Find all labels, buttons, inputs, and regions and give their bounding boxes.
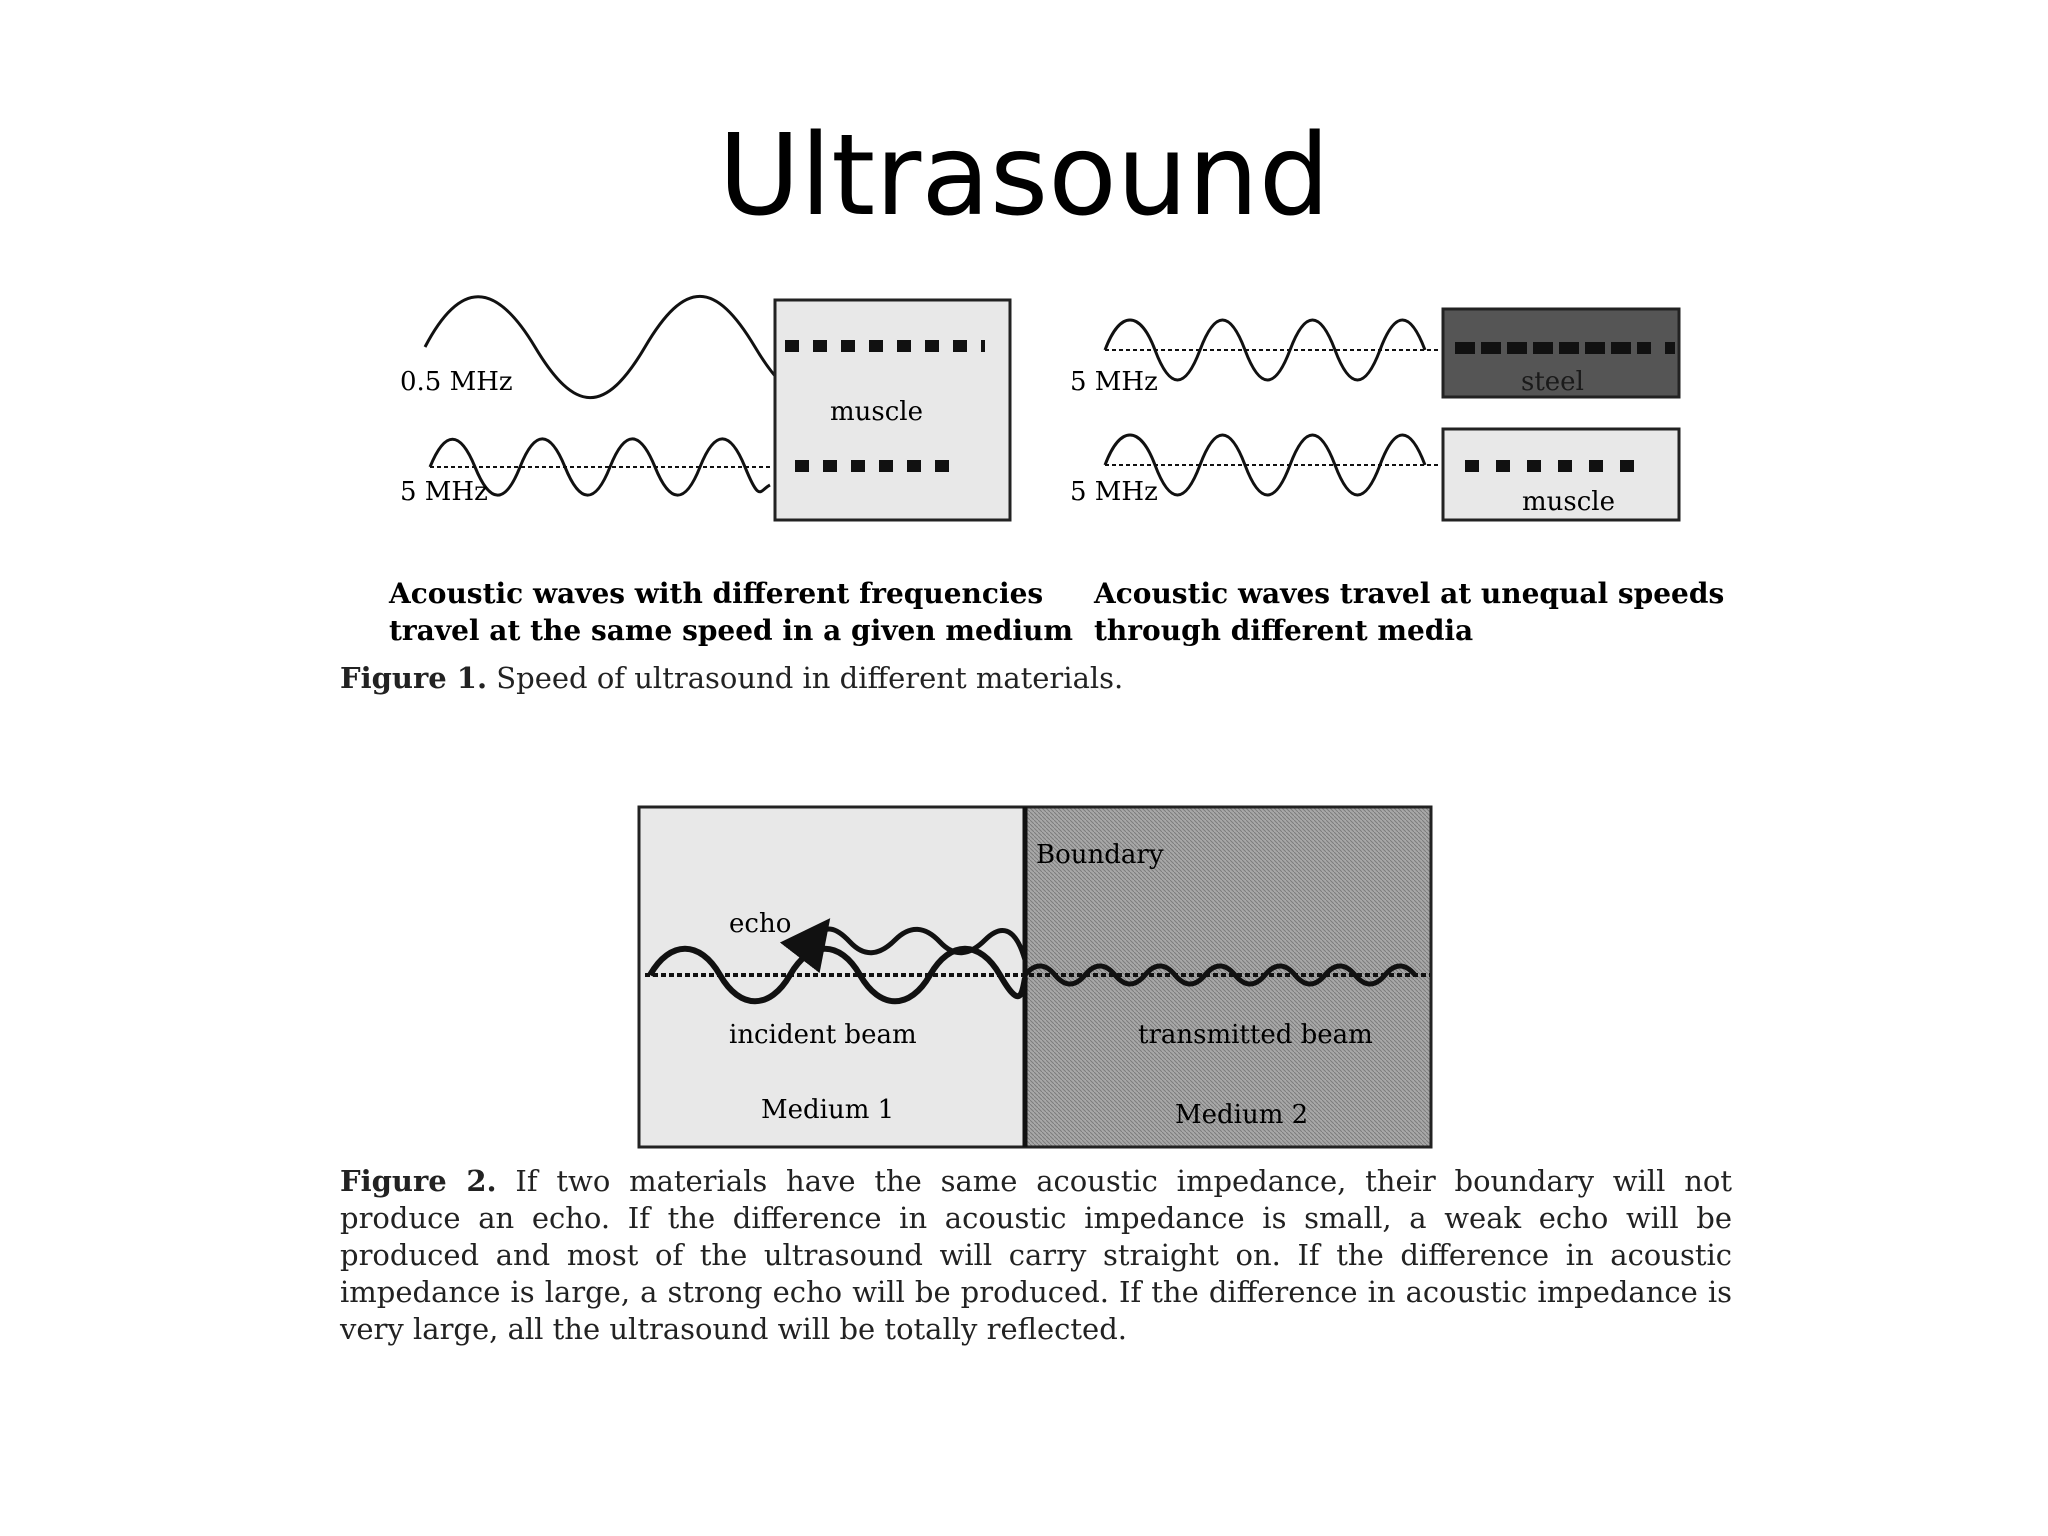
dash-row-bottom-left xyxy=(795,460,949,472)
label-5mhz-left: 5 MHz xyxy=(400,477,488,507)
incident-beam-label: incident beam xyxy=(729,1020,917,1050)
dash-row-muscle-right xyxy=(1465,460,1634,472)
figure-2-caption: Figure 2. If two materials have the same… xyxy=(340,1163,1732,1348)
boundary-label: Boundary xyxy=(1036,840,1164,870)
muscle-box-left xyxy=(773,298,1012,522)
figure-1-caption: Figure 1. Speed of ultrasound in differe… xyxy=(340,661,1440,695)
label-5mhz-right-top: 5 MHz xyxy=(1070,367,1158,397)
echo-wave xyxy=(779,918,1028,974)
steel-label: steel xyxy=(1521,367,1584,397)
figure-2-diagram: Boundary echo incident beam transmitted … xyxy=(637,805,1433,1149)
transmitted-wave xyxy=(1023,963,1417,987)
muscle-label-left: muscle xyxy=(830,397,923,427)
figure-2-caption-prefix: Figure 2. xyxy=(340,1164,497,1198)
figure-1-caption-text: Speed of ultrasound in different materia… xyxy=(487,661,1124,695)
right-panel-caption-line1: Acoustic waves travel at unequal speeds xyxy=(1093,577,1724,610)
wave-5mhz-left xyxy=(428,437,771,497)
muscle-label-right: muscle xyxy=(1522,487,1615,517)
figure-2-caption-text: If two materials have the same acoustic … xyxy=(340,1164,1732,1346)
medium-2-label: Medium 2 xyxy=(1175,1100,1308,1130)
label-0-5mhz: 0.5 MHz xyxy=(400,367,513,397)
echo-label: echo xyxy=(729,909,791,939)
slide-title: Ultrasound xyxy=(718,111,1330,241)
wave-5mhz-right-bottom xyxy=(1103,433,1427,497)
transmitted-beam-label: transmitted beam xyxy=(1138,1020,1373,1050)
dash-row-top-left xyxy=(785,340,985,352)
left-panel-caption-line1: Acoustic waves with different frequencie… xyxy=(388,577,1043,610)
medium-1-label: Medium 1 xyxy=(761,1095,894,1125)
figure-1-caption-prefix: Figure 1. xyxy=(340,661,488,695)
left-panel-caption-line2: travel at the same speed in a given medi… xyxy=(389,614,1073,647)
right-panel-caption-line2: through different media xyxy=(1094,614,1473,647)
dash-row-steel xyxy=(1455,342,1675,354)
muscle-box-right xyxy=(1441,427,1681,522)
wave-5mhz-right-top xyxy=(1103,318,1427,382)
label-5mhz-right-bottom: 5 MHz xyxy=(1070,477,1158,507)
medium-2-region xyxy=(1023,805,1433,1149)
figure-1-diagram: 0.5 MHz 5 MHz muscle 5 MHz 5 MHz steel m… xyxy=(388,294,1724,647)
incident-wave xyxy=(647,945,1028,1005)
